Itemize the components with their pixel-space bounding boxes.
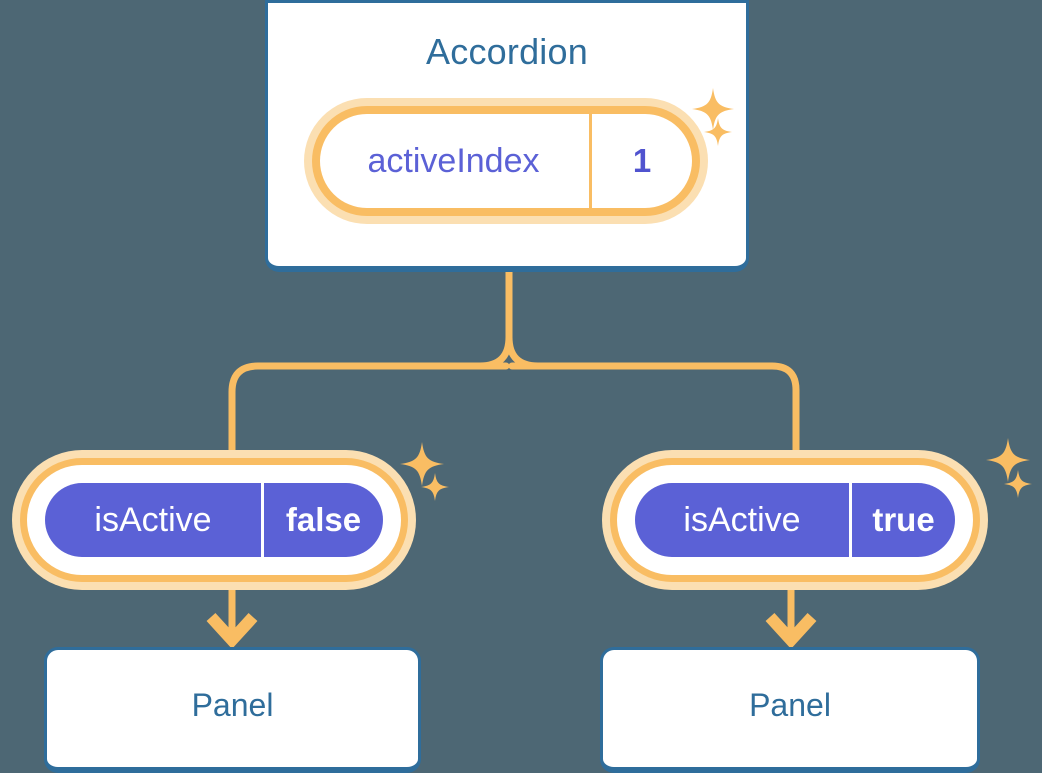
pill-inner-fill: isActive false xyxy=(45,483,383,557)
state-pill-isactive-true[interactable]: isActive true xyxy=(602,450,988,590)
arrow-head-right-icon xyxy=(765,612,817,649)
state-value-isactive-true: true xyxy=(849,483,955,557)
pill-body: isActive false xyxy=(27,465,401,575)
sparkle-icon xyxy=(1004,470,1032,498)
pill-body: isActive true xyxy=(617,465,973,575)
edge-trunk xyxy=(505,268,542,370)
pill-inner-fill: isActive true xyxy=(635,483,955,557)
state-value-isactive-false: false xyxy=(261,483,383,557)
state-value-activeindex: 1 xyxy=(589,114,692,208)
panel-component-card-right[interactable]: Panel xyxy=(600,647,980,773)
edge-to-right-pill xyxy=(508,362,800,456)
state-name-isactive-false: isActive xyxy=(94,500,212,539)
edge-to-left-pill xyxy=(228,362,510,456)
accordion-card-title: Accordion xyxy=(426,31,588,72)
panel-component-card-left[interactable]: Panel xyxy=(44,647,421,773)
arrow-head-left-icon xyxy=(206,612,258,649)
state-pill-isactive-false[interactable]: isActive false xyxy=(12,450,416,590)
panel-card-title: Panel xyxy=(749,687,831,723)
state-name-isactive-true: isActive xyxy=(683,500,801,539)
sparkle-icon xyxy=(986,438,1030,482)
sparkle-icon xyxy=(421,473,449,501)
edge-trunk-mirror xyxy=(476,268,513,370)
pill-body: activeIndex 1 xyxy=(320,114,692,208)
state-pill-activeindex[interactable]: activeIndex 1 xyxy=(304,98,708,224)
state-name-activeindex: activeIndex xyxy=(367,141,540,180)
panel-card-title: Panel xyxy=(191,687,274,723)
